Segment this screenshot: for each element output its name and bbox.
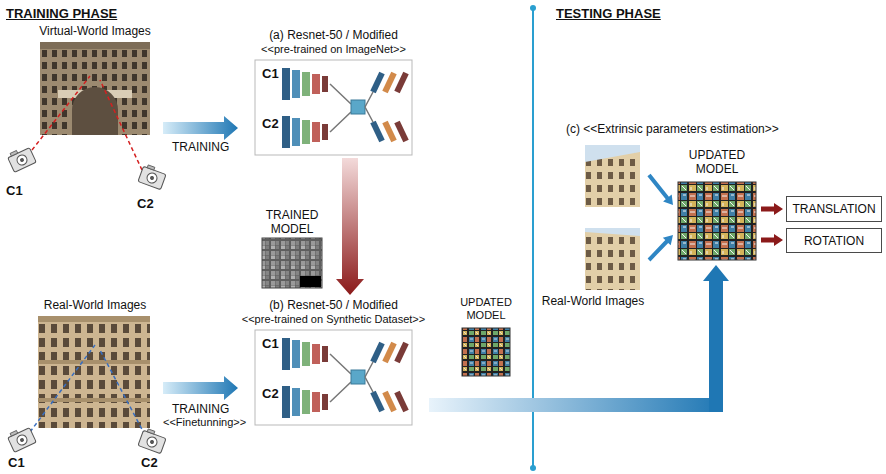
node-label: Virtual-World Images <box>39 24 151 38</box>
edge-label: TRAINING <box>170 402 231 416</box>
flow-arrow-red <box>761 203 783 215</box>
node-label: Real-World Images <box>542 294 644 308</box>
image-panel: Virtual-World Images <box>30 24 160 135</box>
image-panel: Real-World Images <box>540 143 646 311</box>
box-label: ROTATION <box>804 234 864 248</box>
flow-arrow-blue <box>647 174 673 205</box>
model-tile: UPDATED MODEL <box>676 148 758 262</box>
flow-arrow-blue <box>648 235 673 261</box>
flow-arrow-red <box>336 158 364 295</box>
node-label: Real-World Images <box>44 298 146 312</box>
section-label: TESTING PHASE <box>556 6 661 21</box>
node-label: UPDATED MODEL <box>676 148 758 176</box>
node-label: C1 <box>262 336 279 351</box>
node-label: (a) Resnet-50 / Modified <box>269 28 398 42</box>
section-label: TRAINING PHASE <box>6 6 117 21</box>
image-panel: Real-World Images <box>30 298 160 428</box>
section-label: C2 <box>141 455 158 470</box>
node-label: C2 <box>262 386 279 401</box>
model-tile: UPDATED MODEL <box>455 296 517 378</box>
node-label: C2 <box>262 116 279 131</box>
edge-label: TRAINING <box>170 140 231 154</box>
section-label: C2 <box>137 196 154 211</box>
node-label: <<pre-trained on Synthetic Dataset>> <box>242 312 425 326</box>
flow-arrow-blue <box>163 116 238 140</box>
flow-arrow-blue <box>429 265 729 412</box>
flow-arrow-red <box>761 234 783 246</box>
node-label: C1 <box>262 66 279 81</box>
model-tile: TRAINED MODEL <box>258 208 326 290</box>
node-label: TRAINED MODEL <box>258 208 326 236</box>
output-box: TRANSLATION <box>786 196 882 222</box>
network-block: (a) Resnet-50 / Modified<<pre-trained on… <box>241 28 426 155</box>
section-label: C1 <box>6 183 23 198</box>
output-box: ROTATION <box>786 228 882 253</box>
box-label: TRANSLATION <box>792 202 875 216</box>
node-label: UPDATED MODEL <box>455 296 517 322</box>
node-label: <<pre-trained on ImageNet>> <box>261 42 406 56</box>
annotation-label: (c) <<Extrinsic parameters estimation>> <box>566 122 779 136</box>
annotation-label: <<Finetunning>> <box>163 416 246 429</box>
flow-arrow-blue <box>163 376 238 400</box>
network-block: (b) Resnet-50 / Modified<<pre-trained on… <box>241 298 426 425</box>
node-label: (b) Resnet-50 / Modified <box>269 298 398 312</box>
section-label: C1 <box>8 455 25 470</box>
